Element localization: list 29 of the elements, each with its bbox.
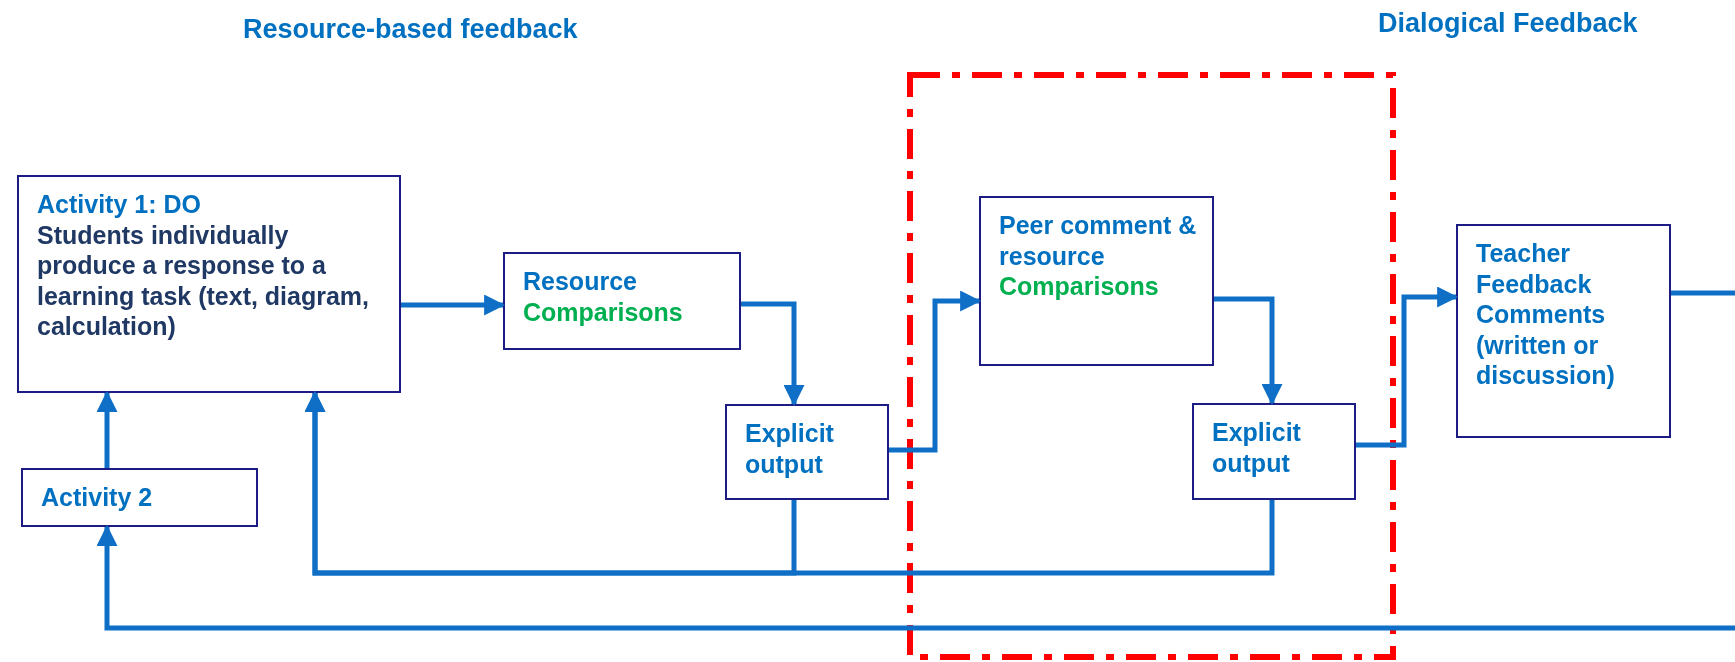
arrow [889, 290, 982, 453]
section-heading: Resource-based feedback [243, 14, 578, 45]
arrow [741, 301, 805, 407]
arrow [401, 294, 506, 316]
arrow [1356, 286, 1459, 448]
box-heading: Explicit output [1212, 417, 1302, 478]
box-text: Comparisons [999, 271, 1160, 302]
arrow [304, 390, 1275, 576]
process-box [1192, 403, 1356, 500]
box-text: Students individually produce a response to a learning task (text, diagram, calculation) [37, 219, 371, 342]
process-box [503, 252, 741, 350]
box-heading: Peer comment & resource [999, 210, 1198, 271]
section-heading: Dialogical Feedback [1378, 8, 1638, 39]
process-box [17, 175, 401, 393]
process-box [1456, 224, 1671, 438]
process-box [21, 468, 258, 527]
box-heading: Activity 1: DO [37, 189, 202, 220]
arrow [96, 524, 1735, 631]
process-box [725, 404, 889, 500]
process-box [979, 196, 1214, 366]
box-heading: Resource [523, 266, 638, 297]
arrow [1214, 296, 1283, 406]
connector-line [1671, 290, 1735, 296]
arrow [96, 390, 118, 468]
box-heading: Explicit output [745, 418, 835, 479]
box-text: Comparisons [523, 296, 684, 327]
box-heading: Activity 2 [41, 482, 154, 513]
dash-dot-region [907, 72, 1396, 662]
box-heading: Teacher Feedback Comments (written or discussion) [1476, 238, 1616, 391]
